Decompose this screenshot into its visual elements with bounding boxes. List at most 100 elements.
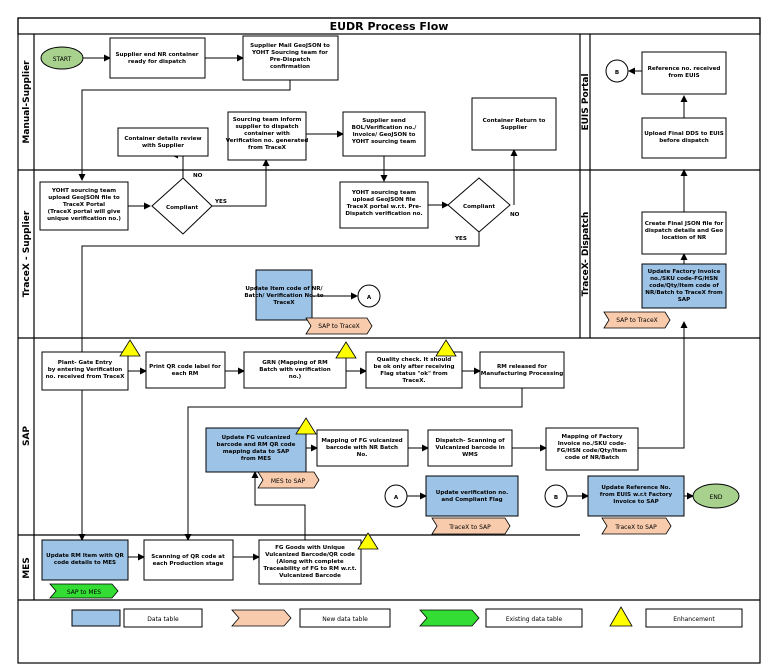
svg-text:Update verification no.and Com: Update verification no.and Compliant Fla…	[436, 490, 508, 503]
svg-text:END: END	[710, 494, 723, 501]
edge-label-yes: YES	[214, 199, 227, 205]
svg-text:Update Reference No.from EUIS: Update Reference No.from EUIS w.r.t Fact…	[600, 485, 673, 505]
enhancement-marker	[435, 339, 457, 357]
legend-label-data-table: Data table	[147, 616, 179, 623]
legend-swatch-data-table	[71, 609, 121, 627]
page-title: EUDR Process Flow	[330, 20, 449, 33]
legend-swatch-enhancement	[609, 606, 633, 627]
legend-label-existing-data-table: Existing data table	[506, 616, 563, 623]
enhancement-marker	[119, 339, 141, 357]
connector-b: B	[605, 59, 629, 83]
svg-text:B: B	[554, 495, 558, 501]
legend: Data table New data table Existing data …	[71, 606, 743, 628]
lane-label-manual-supplier: Manual-Supplier	[22, 60, 32, 144]
enhancement-marker	[335, 341, 357, 359]
connector-lines	[78, 54, 694, 561]
decision-compliant: Compliant	[447, 177, 511, 233]
tag-mes-to-sap: MES to SAP	[257, 471, 320, 489]
tag-sap-to-tracex: SAP to TraceX	[305, 317, 373, 335]
title-bar	[17, 17, 761, 35]
svg-text:A: A	[367, 295, 372, 301]
enhancement-marker	[357, 532, 379, 550]
data-table-update-item-code: Update Item code of NR/Batch/ Verificati…	[244, 269, 324, 321]
lane-label-euis-portal: EUIS Portal	[581, 73, 591, 130]
tag-sap-to-tracex: SAP to TraceX	[603, 311, 671, 329]
svg-text:Compliant: Compliant	[166, 205, 198, 211]
connector-a: A	[384, 484, 408, 508]
tag-sap-to-mes: SAP to MES	[49, 583, 119, 599]
lane-label-mes: MES	[22, 557, 32, 579]
lane-label-tracex-dispatch: TraceX- Dispatch	[581, 212, 591, 297]
lane-label-tracex-supplier: TraceX - Supplier	[22, 210, 32, 297]
svg-text:MES to SAP: MES to SAP	[271, 478, 306, 485]
data-table-update-verification: Update verification no.and Compliant Fla…	[425, 475, 519, 517]
svg-text:TraceX to SAP: TraceX to SAP	[614, 524, 657, 531]
svg-text:A: A	[394, 495, 399, 501]
legend-swatch-new-data-table	[231, 609, 292, 627]
tag-tracex-to-sap: TraceX to SAP	[431, 517, 511, 535]
end-terminal: END	[692, 483, 740, 509]
svg-text:SAP to MES: SAP to MES	[67, 589, 101, 596]
svg-text:TraceX to SAP: TraceX to SAP	[448, 524, 491, 531]
lane-label-sap: SAP	[22, 426, 32, 446]
edge-label-yes: YES	[454, 236, 467, 242]
svg-text:B: B	[615, 70, 619, 76]
edge-label-no: NO	[193, 173, 203, 179]
svg-text:SAP to TraceX: SAP to TraceX	[318, 323, 360, 330]
legend-label-new-data-table: New data table	[322, 616, 368, 623]
connector-b: B	[544, 484, 568, 508]
legend-label-enhancement: Enhancement	[673, 616, 715, 623]
svg-text:SAP to TraceX: SAP to TraceX	[616, 317, 658, 324]
enhancement-marker	[295, 417, 317, 435]
connector-a: A	[357, 284, 381, 308]
legend-swatch-existing-data-table	[419, 609, 480, 627]
svg-text:Update Item code of NR/Batch/: Update Item code of NR/Batch/ Verificati…	[244, 286, 323, 306]
start-terminal: START	[40, 46, 84, 70]
svg-text:START: START	[53, 56, 72, 63]
tag-tracex-to-sap: TraceX to SAP	[601, 517, 672, 535]
